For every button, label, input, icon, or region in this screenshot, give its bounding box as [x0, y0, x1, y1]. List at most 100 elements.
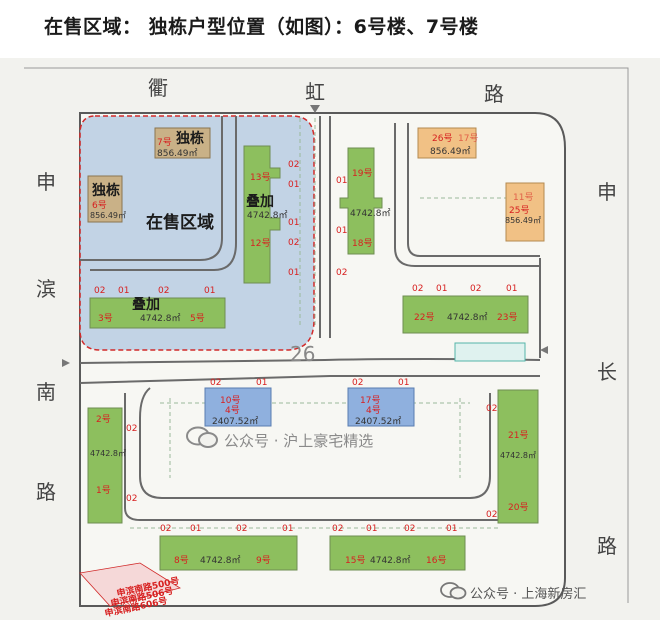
building-26-area: 856.49㎡ — [430, 147, 471, 157]
unit-code: 01 — [446, 524, 458, 534]
building-6-area: 856.49㎡ — [90, 211, 126, 220]
building-8-9-area: 4742.8㎡ — [200, 556, 241, 566]
unit-code: 01 — [398, 378, 410, 388]
building-7-area: 856.49㎡ — [157, 149, 198, 159]
unit-code: 02 — [236, 524, 248, 534]
building-3-5-area: 4742.8㎡ — [140, 314, 181, 324]
unit-code: 02 — [404, 524, 416, 534]
building-8-number: 8号 — [174, 556, 189, 566]
site-plan-drawing — [24, 67, 629, 607]
road-west-char-1: 申 — [36, 170, 56, 194]
unit-code: 01 — [288, 268, 300, 278]
building-2-1-area: 4742.8㎡ — [90, 449, 126, 458]
building-7 — [154, 127, 211, 159]
unit-code: 02 — [470, 284, 482, 294]
building-2-number: 2号 — [96, 415, 111, 425]
unit-code: 01 — [288, 180, 300, 190]
road-north-char-2: 虹 — [305, 80, 325, 104]
unit-code: 02 — [288, 238, 300, 248]
building-19-number: 19号 — [352, 169, 373, 179]
building-25-number-alt: 11号 — [513, 193, 534, 203]
building-13-12-type-label: 叠加 — [246, 194, 274, 210]
building-6-number: 6号 — [92, 201, 107, 211]
watermark-bottom: 公众号 · 上海新房汇 — [470, 587, 587, 602]
building-7-number: 7号 — [157, 138, 172, 148]
building-16-number: 16号 — [426, 556, 447, 566]
unit-code: 01 — [282, 524, 294, 534]
unit-code: 01 — [288, 218, 300, 228]
building-6 — [87, 175, 123, 223]
unit-code: 02 — [486, 510, 498, 520]
building-2-1 — [87, 407, 123, 524]
unit-code: 02 — [126, 424, 138, 434]
building-26-number: 26号 — [432, 134, 453, 144]
unit-code: 01 — [436, 284, 448, 294]
building-21-number: 21号 — [508, 431, 529, 441]
wechat-icon-small — [440, 582, 468, 600]
building-17 — [347, 387, 415, 427]
page-title: 在售区域： 独栋户型位置（如图）：6号楼、7号楼 — [44, 16, 479, 38]
building-3-number: 3号 — [98, 314, 113, 324]
unit-code: 01 — [204, 286, 216, 296]
site-map: 衢 虹 路 申 滨 南 路 申 长 路 26 独栋 独栋 在售区域 叠加 叠加 … — [0, 58, 660, 619]
lot-number: 26 — [290, 342, 316, 366]
unit-code: 02 — [486, 404, 498, 414]
building-15-number: 15号 — [345, 556, 366, 566]
unit-code: 02 — [352, 378, 364, 388]
building-21-20-area: 4742.8㎡ — [500, 451, 536, 460]
building-8-9 — [159, 535, 298, 571]
address-strip — [79, 562, 182, 607]
building-10-number: 10号 — [220, 396, 241, 406]
unit-code: 01 — [506, 284, 518, 294]
green-buildings — [87, 145, 539, 571]
unit-code: 01 — [336, 176, 348, 186]
building-19-18 — [339, 147, 383, 255]
road-west-char-2: 滨 — [36, 277, 56, 301]
road-east-char-3: 路 — [597, 534, 617, 558]
building-10-area: 2407.52㎡ — [212, 417, 259, 427]
building-10-number-alt: 4号 — [225, 406, 240, 416]
building-22-23-area: 4742.8㎡ — [447, 313, 488, 323]
unit-code: 02 — [332, 524, 344, 534]
site-outline — [24, 67, 629, 603]
road-west-char-3: 南 — [36, 380, 56, 404]
building-15-16-area: 4742.8㎡ — [370, 556, 411, 566]
unit-code: 02 — [210, 378, 222, 388]
unit-code: 01 — [118, 286, 130, 296]
building-18-number: 18号 — [352, 239, 373, 249]
sale-area-label: 在售区域 — [146, 213, 214, 233]
building-13-12 — [243, 145, 281, 284]
building-22-number: 22号 — [414, 313, 435, 323]
watermark-center: 公众号 · 沪上豪宅精选 — [224, 432, 374, 450]
building-3-5-type-label: 叠加 — [132, 297, 160, 313]
building-25 — [505, 182, 545, 242]
building-20-number: 20号 — [508, 503, 529, 513]
building-6-type-label: 独栋 — [92, 183, 120, 199]
building-17-number-alt: 4号 — [366, 406, 381, 416]
header: 在售区域： 独栋户型位置（如图）：6号楼、7号楼 — [0, 0, 660, 58]
building-13-number: 13号 — [250, 173, 271, 183]
building-26-number-alt: 17号 — [458, 134, 479, 144]
building-12-number: 12号 — [250, 239, 271, 249]
building-3-5 — [89, 297, 226, 329]
building-22-23 — [402, 295, 529, 334]
unit-code: 02 — [126, 494, 138, 504]
entrance-arrow-north — [310, 105, 320, 113]
building-7-type-label: 独栋 — [176, 131, 204, 147]
unit-code: 02 — [336, 268, 348, 278]
unit-code: 02 — [158, 286, 170, 296]
unit-code: 01 — [190, 524, 202, 534]
building-10 — [204, 387, 272, 427]
building-5-number: 5号 — [190, 314, 205, 324]
building-15-16 — [329, 535, 466, 571]
building-17-area: 2407.52㎡ — [355, 417, 402, 427]
unit-code: 02 — [412, 284, 424, 294]
road-north-char-1: 衢 — [148, 76, 168, 100]
building-25-area: 856.49㎡ — [505, 216, 541, 225]
building-17-number: 17号 — [360, 396, 381, 406]
road-north-char-3: 路 — [484, 82, 504, 106]
building-23-number: 23号 — [497, 313, 518, 323]
building-19-18-area: 4742.8㎡ — [350, 209, 391, 219]
unit-code: 02 — [160, 524, 172, 534]
building-21-20 — [497, 389, 539, 524]
